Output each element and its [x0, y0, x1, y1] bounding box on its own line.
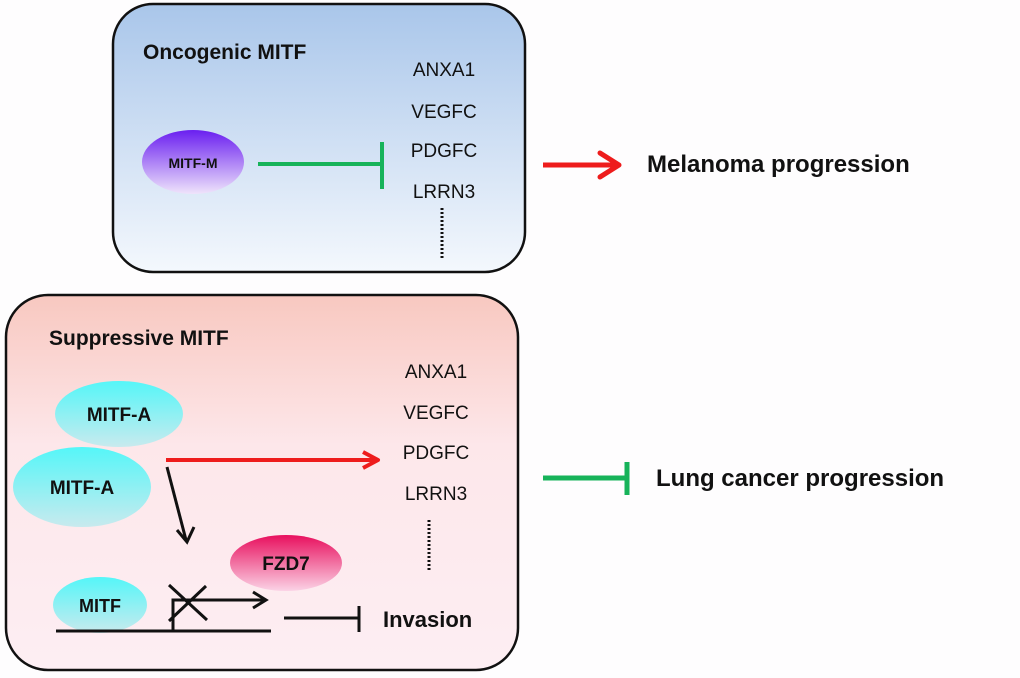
- suppressive-title: Suppressive MITF: [49, 327, 229, 350]
- mitf-a-label: MITF-A: [87, 405, 152, 426]
- gene-label: ANXA1: [405, 362, 467, 383]
- gene-label: PDGFC: [411, 141, 478, 162]
- gene-label: PDGFC: [403, 443, 470, 464]
- fzd7-node: [230, 535, 342, 591]
- gene-label: LRRN3: [405, 484, 467, 505]
- fzd7-label: FZD7: [262, 554, 310, 575]
- suppressive-panel: Suppressive MITF MITF-A MITF-A ANXA1 VEG…: [4, 293, 520, 672]
- oncogenic-title: Oncogenic MITF: [143, 41, 307, 64]
- mitf-node: [53, 577, 147, 633]
- oncogenic-panel: Oncogenic MITF MITF-M ANXA1 VEGFC PDGFC …: [111, 2, 527, 274]
- mitf-m-label: MITF-M: [169, 155, 218, 171]
- mitf-a-label: MITF-A: [50, 478, 115, 499]
- gene-label: VEGFC: [403, 403, 468, 424]
- gene-label: VEGFC: [411, 102, 476, 123]
- oncogenic-panel-box: [111, 2, 527, 274]
- lung-outcome: Lung cancer progression: [543, 462, 944, 495]
- mitf-m-node: [142, 130, 244, 194]
- invasion-label: Invasion: [383, 607, 472, 632]
- mitf-a-node: [13, 447, 151, 527]
- mitf-a-node: [55, 381, 183, 447]
- mitf-label: MITF: [79, 596, 121, 616]
- promote-arrow-head: [597, 150, 622, 180]
- promoter-arrow: [171, 598, 265, 631]
- block-cross-icon: [167, 584, 208, 623]
- melanoma-progression-label: Melanoma progression: [647, 151, 910, 178]
- gene-label: LRRN3: [413, 182, 475, 203]
- melanoma-outcome: Melanoma progression: [543, 150, 910, 180]
- gene-label: ANXA1: [413, 60, 475, 81]
- lung-cancer-progression-label: Lung cancer progression: [656, 465, 944, 492]
- binding-arrow-head: [175, 526, 196, 545]
- promoter-arrow-head: [252, 590, 269, 610]
- activate-arrow-head: [362, 450, 380, 470]
- binding-arrow-line: [165, 466, 188, 541]
